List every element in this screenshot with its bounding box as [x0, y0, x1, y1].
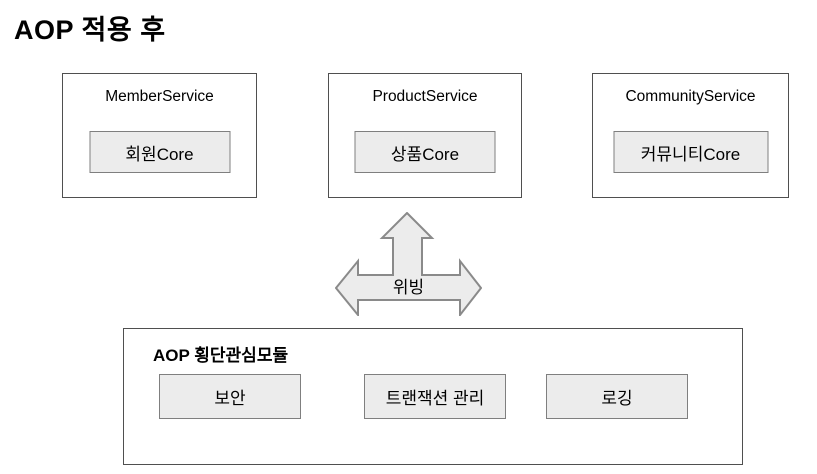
- three-way-arrow-icon: [335, 212, 482, 316]
- community-core-box: 커뮤니티Core: [613, 131, 768, 173]
- weaving-label: 위빙: [392, 278, 425, 297]
- concern-security-box: 보안: [159, 374, 301, 419]
- aop-module-box: AOP 횡단관심모듈 보안 트랜잭션 관리 로깅: [123, 328, 743, 465]
- community-service-box: CommunityService 커뮤니티Core: [592, 73, 789, 198]
- product-service-box: ProductService 상품Core: [328, 73, 522, 198]
- community-service-label: CommunityService: [625, 88, 756, 105]
- concern-logging-box: 로깅: [546, 374, 688, 419]
- aop-module-title: AOP 횡단관심모듈: [153, 346, 289, 365]
- member-service-label: MemberService: [105, 88, 214, 105]
- member-core-box: 회원Core: [89, 131, 230, 173]
- three-way-arrow-shape: [335, 212, 482, 316]
- page-title: AOP 적용 후: [14, 15, 166, 45]
- product-service-label: ProductService: [372, 88, 478, 105]
- product-core-box: 상품Core: [354, 131, 496, 173]
- member-service-box: MemberService 회원Core: [62, 73, 257, 198]
- concern-transaction-box: 트랜잭션 관리: [364, 374, 506, 419]
